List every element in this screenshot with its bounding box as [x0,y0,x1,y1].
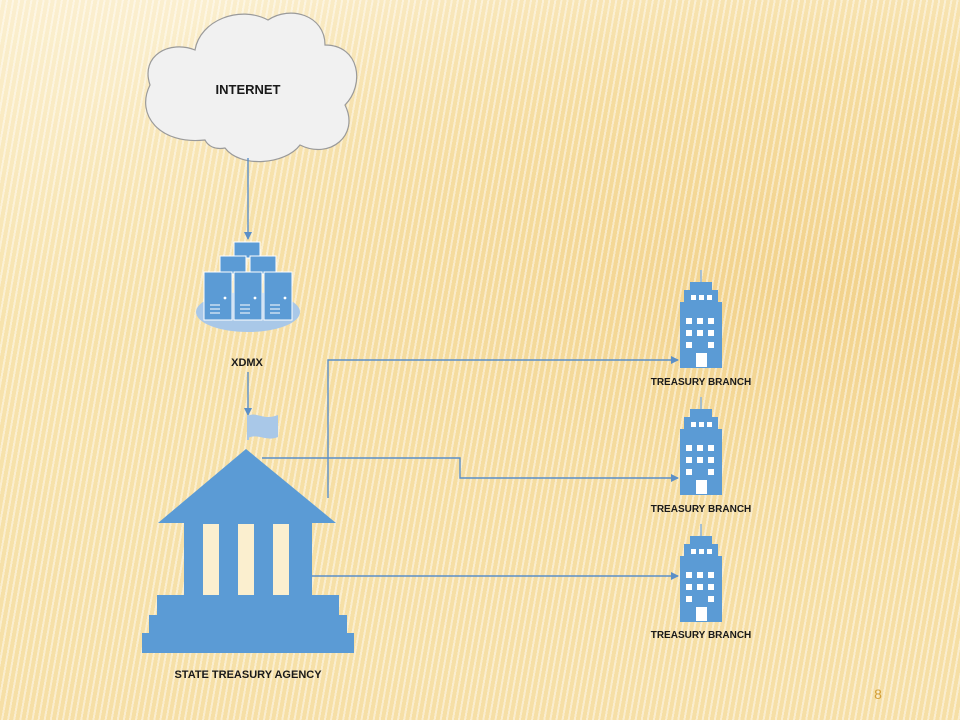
xdmx-label: XDMX [231,357,263,369]
branch-label: TREASURY BRANCH [650,377,752,388]
page-number: 8 [874,686,882,702]
branch-label: TREASURY BRANCH [650,630,752,641]
edge-agency-branch-2 [262,457,679,482]
internet-label: INTERNET [215,82,281,97]
office-building-icon [680,524,722,622]
office-building-icon [680,397,722,495]
flag-icon [247,414,278,440]
state-agency-label: STATE TREASURY AGENCY [174,669,322,681]
branch-label: TREASURY BRANCH [650,504,752,515]
office-building-icon [680,270,722,368]
connectors [244,158,679,580]
cloud-icon [145,12,358,163]
edge-agency-branch-1 [327,356,679,498]
government-building-icon [142,449,354,653]
server-cluster-icon [196,241,300,332]
